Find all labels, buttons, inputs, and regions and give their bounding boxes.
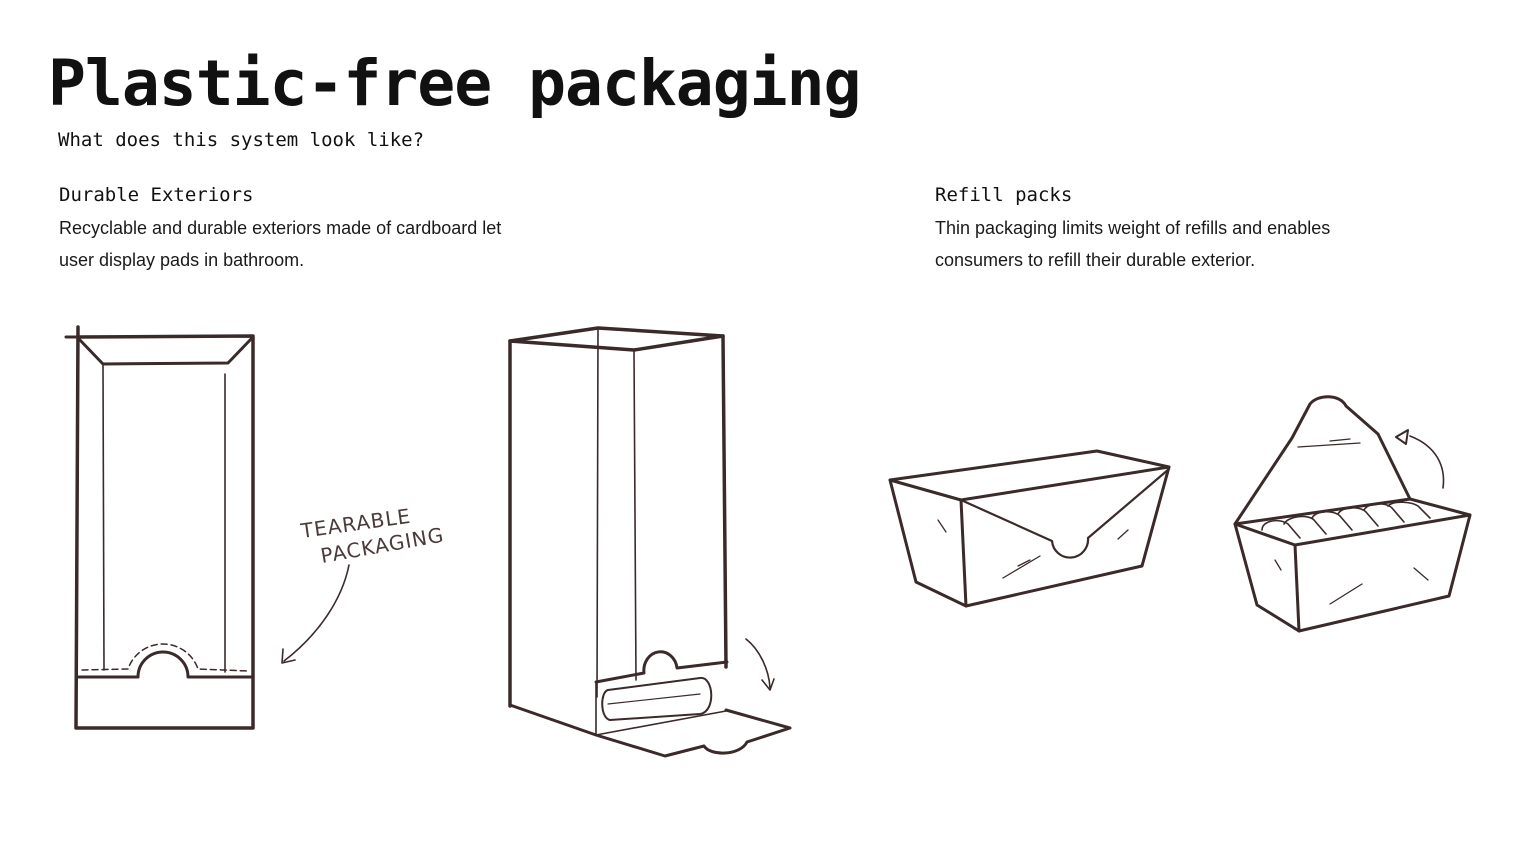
page-subtitle: What does this system look like? xyxy=(58,129,425,151)
section-body-durable-exteriors: Recyclable and durable exteriors made of… xyxy=(59,212,501,276)
page-title: Plastic-free packaging xyxy=(48,47,861,120)
section-heading-refill-packs: Refill packs xyxy=(935,184,1073,206)
sketch-refill-open xyxy=(1233,395,1472,633)
section-body-line: user display pads in bathroom. xyxy=(59,250,305,270)
sketch-refill-closed xyxy=(888,449,1171,608)
sketch-front-box xyxy=(64,325,255,730)
sketch-dispenser-box xyxy=(508,326,792,758)
section-body-line: Thin packaging limits weight of refills … xyxy=(935,218,1331,238)
section-body-line: consumers to refill their durable exteri… xyxy=(935,250,1256,270)
tearable-annotation: TEARABLE PACKAGING xyxy=(281,504,446,664)
section-body-line: Recyclable and durable exteriors made of… xyxy=(59,218,502,238)
section-heading-durable-exteriors: Durable Exteriors xyxy=(59,184,254,206)
section-body-refill-packs: Thin packaging limits weight of refills … xyxy=(935,212,1330,276)
